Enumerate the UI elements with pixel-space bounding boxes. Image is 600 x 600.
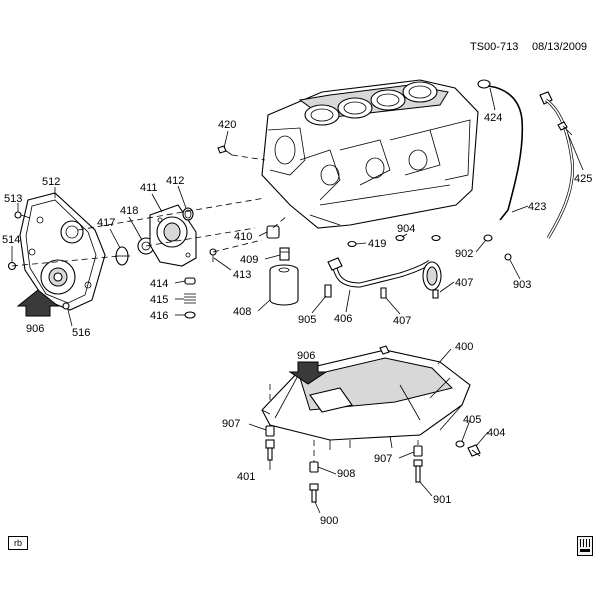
document-icon — [577, 536, 593, 556]
callout-408: 408 — [233, 306, 251, 318]
callout-424: 424 — [484, 112, 502, 124]
callout-407-right: 407 — [455, 277, 473, 289]
callout-907-left: 907 — [222, 418, 240, 430]
callout-401: 401 — [237, 471, 255, 483]
callout-906-front: 906 — [26, 323, 44, 335]
relief-valve-spring — [184, 293, 196, 304]
oil-pump-rotor — [115, 246, 130, 266]
callout-420: 420 — [218, 119, 236, 131]
pan-direction-arrow-icon — [288, 361, 328, 385]
oil-dipstick — [477, 79, 524, 221]
callout-901: 901 — [433, 494, 451, 506]
engine-block — [261, 79, 479, 229]
leader-lines — [11, 87, 584, 514]
callout-902: 902 — [455, 248, 473, 260]
oring-903 — [504, 253, 512, 261]
callout-414: 414 — [150, 278, 168, 290]
callout-423: 423 — [528, 201, 546, 213]
callout-900: 900 — [320, 515, 338, 527]
callout-513: 513 — [4, 193, 22, 205]
bolt-900 — [309, 483, 319, 503]
callout-404: 404 — [487, 427, 505, 439]
callout-514: 514 — [2, 234, 20, 246]
oil-pump-body — [149, 204, 197, 267]
callout-410: 410 — [234, 231, 252, 243]
diagram-code: TS00-713 — [470, 41, 518, 53]
drain-plug — [467, 444, 481, 457]
footer-badge: rb — [8, 536, 28, 550]
callout-425: 425 — [574, 173, 592, 185]
callout-labels: 420 424 425 423 512 513 514 516 906 417 … — [2, 112, 592, 527]
dipstick-tube-bolt — [557, 121, 573, 136]
callout-416: 416 — [150, 310, 168, 322]
pickup-bolt-904b — [431, 234, 441, 242]
callout-418: 418 — [120, 205, 138, 217]
oil-filter-fitting — [279, 247, 290, 261]
callout-411: 411 — [140, 182, 158, 194]
engine-front-cover — [19, 192, 106, 311]
callout-908: 908 — [337, 468, 355, 480]
bolt-905 — [324, 284, 332, 298]
callout-419: 419 — [368, 238, 386, 250]
callout-904: 904 — [397, 223, 415, 235]
callout-415: 415 — [150, 294, 168, 306]
stud-908 — [309, 461, 319, 473]
oil-pan — [261, 345, 471, 450]
dipstick-tube — [539, 91, 575, 239]
oil-filter — [269, 264, 299, 306]
front-direction-arrow-icon — [16, 289, 60, 317]
oil-pump-pickup-tube — [327, 257, 442, 291]
callout-406: 406 — [334, 313, 352, 325]
callout-906-pan: 906 — [297, 350, 315, 362]
callout-407-bottom: 407 — [393, 315, 411, 327]
callout-412: 412 — [166, 175, 184, 187]
callout-409: 409 — [240, 254, 258, 266]
callout-405: 405 — [463, 414, 481, 426]
callout-516: 516 — [72, 327, 90, 339]
callout-512: 512 — [42, 176, 60, 188]
callout-907-right: 907 — [374, 453, 392, 465]
callout-905: 905 — [298, 314, 316, 326]
bolt-901 — [413, 459, 423, 483]
bolt-420 — [217, 145, 233, 156]
callout-413: 413 — [233, 269, 251, 281]
drain-plug-washer — [455, 440, 465, 448]
bolt-401 — [265, 439, 275, 461]
bolt-407b — [380, 287, 387, 299]
callout-417: 417 — [97, 217, 115, 229]
diagram-date: 08/13/2009 — [532, 41, 587, 53]
bolt-407a — [432, 289, 439, 299]
pickup-gasket-419 — [347, 240, 357, 248]
cover-bolt-516 — [62, 302, 70, 310]
stud-907b — [413, 445, 423, 457]
oring-902 — [483, 234, 493, 242]
relief-valve-plunger — [184, 311, 196, 319]
callout-400: 400 — [455, 341, 473, 353]
oil-pump-bolt — [209, 248, 217, 262]
callout-903: 903 — [513, 279, 531, 291]
oil-pump-seal — [182, 207, 194, 221]
relief-valve-cap — [184, 277, 196, 285]
stud-907a — [265, 425, 275, 437]
